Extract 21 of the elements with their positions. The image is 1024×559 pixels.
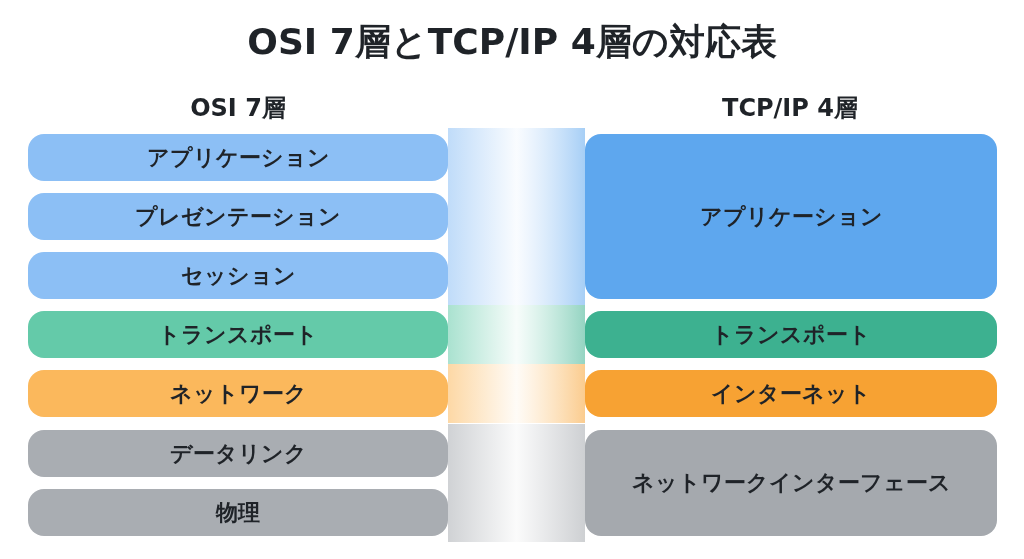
layer-box: アプリケーション — [28, 134, 448, 181]
layer-box: インターネット — [585, 370, 997, 417]
mapping-band — [448, 305, 585, 364]
layer-box: ネットワークインターフェース — [585, 430, 997, 536]
mapping-band — [448, 483, 585, 542]
layer-box: セッション — [28, 252, 448, 299]
layer-box: データリンク — [28, 430, 448, 477]
column-header: OSI 7層 — [189, 93, 287, 124]
layer-box: トランスポート — [585, 311, 997, 358]
mapping-band — [448, 128, 585, 187]
layer-box: 物理 — [28, 489, 448, 536]
title: OSI 7層とTCP/IP 4層の対応表 — [246, 20, 778, 64]
mapping-band — [448, 246, 585, 305]
mapping-band — [448, 424, 585, 483]
column-header: TCP/IP 4層 — [721, 93, 859, 124]
layer-box: ネットワーク — [28, 370, 448, 417]
layer-box: トランスポート — [28, 311, 448, 358]
mapping-band — [448, 187, 585, 246]
mapping-band — [448, 364, 585, 423]
layer-box: プレゼンテーション — [28, 193, 448, 240]
layer-box: アプリケーション — [585, 134, 997, 299]
